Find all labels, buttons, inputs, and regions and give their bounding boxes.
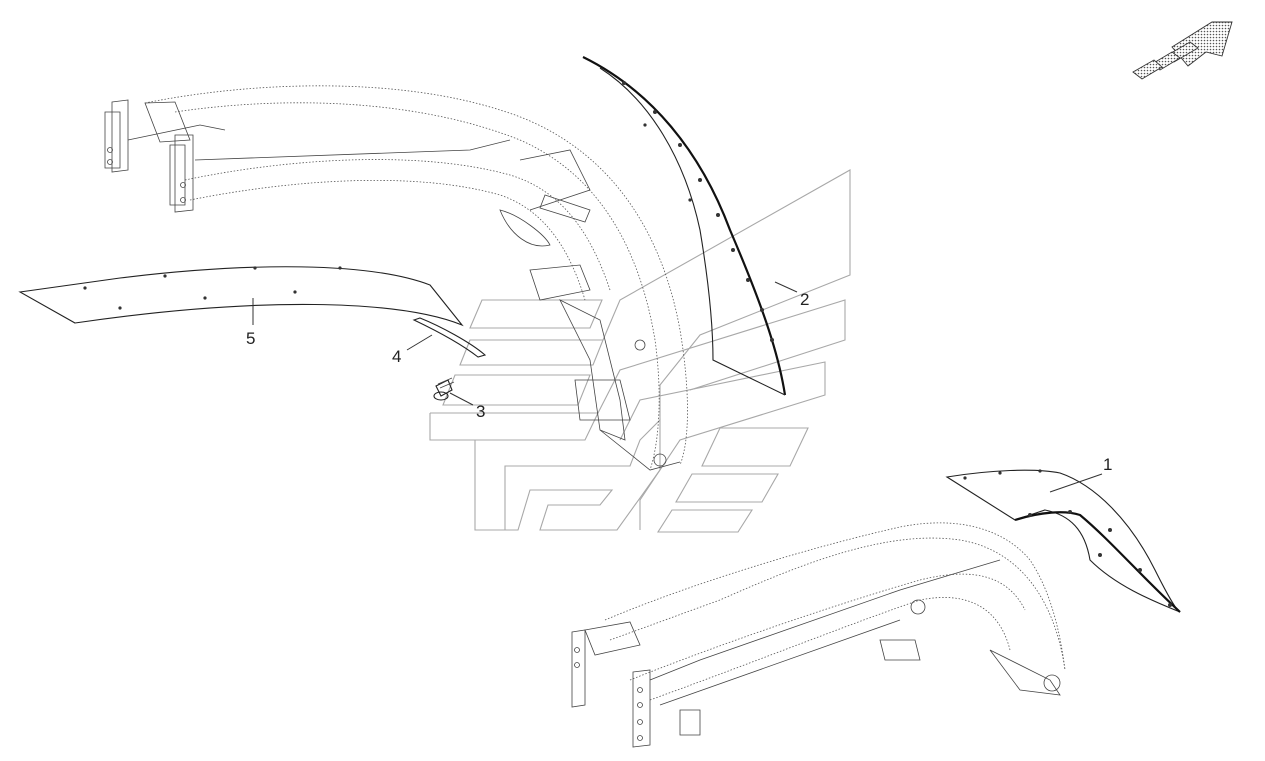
part-5-flap <box>18 266 464 327</box>
callout-4: 4 <box>392 347 401 366</box>
direction-arrow-icon <box>1132 21 1233 80</box>
leader-lines <box>252 281 1103 493</box>
part-3-bolt <box>433 377 455 401</box>
callout-labels: 1 2 3 4 5 <box>246 290 1112 474</box>
part-4-seal-strip <box>412 317 487 358</box>
callout-5: 5 <box>246 329 255 348</box>
brand-logo-watermark <box>429 169 851 533</box>
callout-3: 3 <box>476 402 485 421</box>
upper-fender-assembly <box>104 85 688 471</box>
callout-1: 1 <box>1103 455 1112 474</box>
part-1-cover-plate <box>945 469 1181 613</box>
callout-2: 2 <box>800 290 809 309</box>
lower-fender-assembly <box>571 522 1066 748</box>
part-2-side-plate <box>582 56 787 396</box>
